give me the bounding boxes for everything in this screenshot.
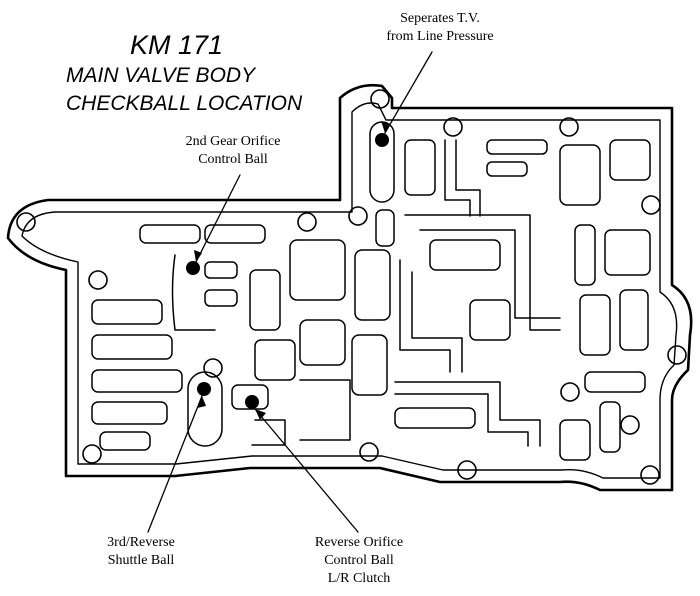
passage xyxy=(579,294,611,356)
passage xyxy=(91,369,183,393)
passage xyxy=(204,289,238,307)
checkball-3rd-reverse xyxy=(197,382,211,396)
passage xyxy=(619,289,649,351)
check-balls xyxy=(186,133,389,409)
passage xyxy=(351,334,388,396)
arrowhead xyxy=(194,250,202,262)
passage xyxy=(251,419,286,446)
passage xyxy=(559,419,591,461)
callout-reverse-orifice-ball: Reverse Orifice Control Ball L/R Clutch xyxy=(284,534,434,588)
passage xyxy=(299,319,346,366)
bolt-hole xyxy=(620,415,640,435)
fluid-passages xyxy=(91,121,651,461)
bolt-hole xyxy=(297,212,317,232)
passage xyxy=(404,214,561,331)
bolt-hole xyxy=(640,465,660,485)
diagram-title: KM 171 xyxy=(130,30,224,60)
passage xyxy=(399,259,451,373)
bolt-hole xyxy=(641,195,661,215)
passage xyxy=(404,139,436,196)
passage xyxy=(419,229,561,319)
bolt-hole xyxy=(370,89,390,109)
passage xyxy=(584,371,646,393)
passage xyxy=(299,379,351,441)
bolt-hole xyxy=(203,358,223,378)
passage xyxy=(254,339,296,381)
bolt-hole xyxy=(88,270,108,290)
arrowhead xyxy=(197,396,206,408)
callout-text: 2nd Gear Orifice xyxy=(185,134,281,149)
passage xyxy=(609,139,651,181)
callout-text: Control Ball xyxy=(198,152,268,167)
passage xyxy=(469,299,511,341)
checkball-reverse-orifice xyxy=(245,395,259,409)
callout-text: Reverse Orifice xyxy=(314,535,404,550)
passage xyxy=(354,249,391,321)
passage xyxy=(249,269,281,331)
bolt-hole xyxy=(359,442,379,462)
bolt-hole xyxy=(82,444,102,464)
passage xyxy=(91,334,173,360)
passage xyxy=(289,239,346,301)
arrowhead xyxy=(381,121,390,133)
passage xyxy=(171,254,216,331)
valve-body-inner-outline xyxy=(21,102,678,479)
checkball-tv xyxy=(375,133,389,147)
valve-body-outline xyxy=(6,83,693,492)
leader-3rd xyxy=(147,395,203,533)
callout-text: Shuttle Ball xyxy=(107,553,175,568)
bolt-hole xyxy=(348,206,368,226)
leader-2nd xyxy=(195,174,241,263)
leader-arrowheads xyxy=(194,121,390,420)
passage xyxy=(394,381,541,447)
passage xyxy=(599,401,621,453)
callout-2nd-gear-ball: 2nd Gear Orifice Control Ball xyxy=(168,133,298,169)
leader-lines xyxy=(147,51,433,533)
passage xyxy=(99,431,151,451)
bolt-hole xyxy=(457,460,477,480)
leader-rev xyxy=(254,408,359,533)
passage xyxy=(187,371,223,447)
callout-text: 3rd/Reverse xyxy=(107,535,175,550)
passage xyxy=(139,224,201,244)
leader-tv xyxy=(384,51,433,134)
callout-3rd-reverse-ball: 3rd/Reverse Shuttle Ball xyxy=(86,534,196,570)
checkball-2nd-gear xyxy=(186,261,200,275)
passage xyxy=(486,139,548,155)
callout-text: L/R Clutch xyxy=(327,571,391,586)
bolt-hole xyxy=(667,345,687,365)
bolt-hole xyxy=(560,382,580,402)
passage xyxy=(429,239,501,271)
passage xyxy=(204,224,266,244)
callout-text: Seperates T.V. xyxy=(400,11,480,26)
bolt-holes xyxy=(16,89,687,485)
passage xyxy=(486,161,528,177)
diagram-subtitle-line2: CHECKBALL LOCATION xyxy=(66,92,303,115)
passage xyxy=(559,144,601,206)
passage xyxy=(604,229,651,276)
passage xyxy=(455,139,481,217)
passage xyxy=(444,139,471,217)
bolt-hole xyxy=(559,117,579,137)
arrowhead xyxy=(255,409,266,420)
bolt-hole xyxy=(16,212,36,232)
passage xyxy=(394,407,476,429)
passage xyxy=(231,384,269,410)
passage xyxy=(91,401,168,425)
passage xyxy=(411,271,463,373)
passage xyxy=(204,261,238,279)
callout-text: Control Ball xyxy=(324,553,394,568)
callout-text: from Line Pressure xyxy=(386,29,494,44)
bolt-hole xyxy=(443,117,463,137)
passage xyxy=(375,209,395,247)
passage xyxy=(394,393,529,447)
passage xyxy=(91,299,163,325)
diagram-subtitle-line1: MAIN VALVE BODY xyxy=(66,64,256,87)
callout-tv-ball: Seperates T.V. from Line Pressure xyxy=(355,10,525,46)
passage xyxy=(574,224,596,286)
